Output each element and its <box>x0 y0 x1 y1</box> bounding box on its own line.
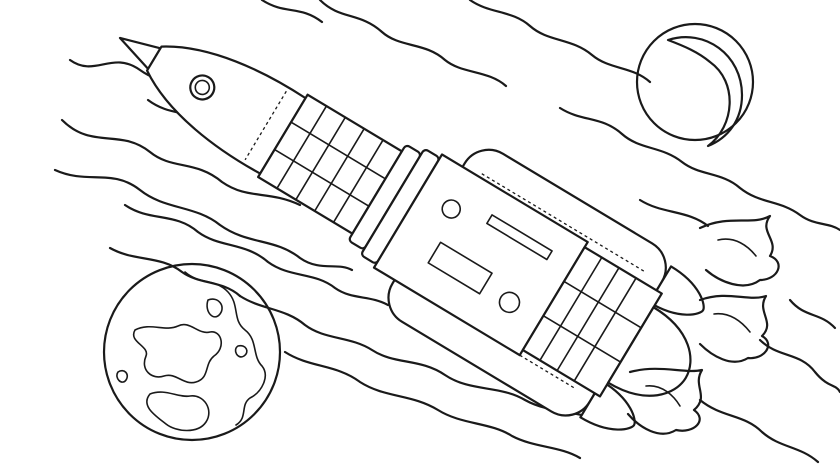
smoke-trail-icon <box>53 0 840 464</box>
rocket-engine-bell <box>607 306 692 397</box>
exhaust-flame-icon <box>626 214 780 435</box>
porthole-window-icon <box>189 74 216 101</box>
moon-icon <box>635 22 755 148</box>
rocket-icon <box>118 36 705 431</box>
earth-icon <box>102 262 282 442</box>
